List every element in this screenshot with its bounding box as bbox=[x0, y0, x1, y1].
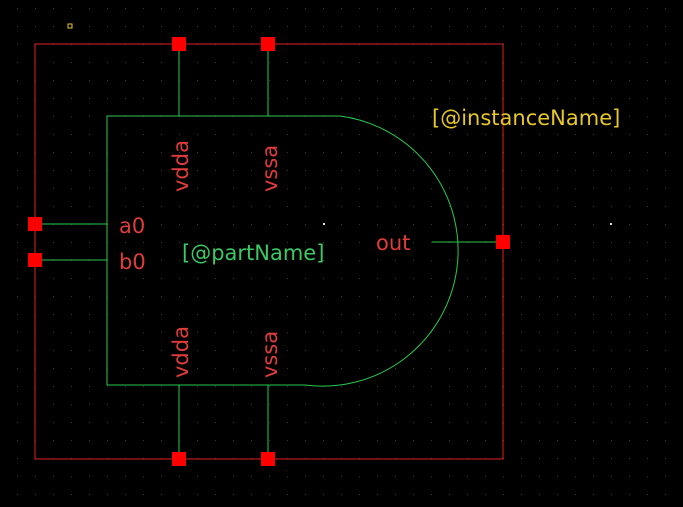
part-name-label[interactable]: [@partName] bbox=[182, 241, 324, 265]
pin-label-a0: a0 bbox=[119, 214, 145, 238]
pin-label-vssa-bottom: vssa bbox=[258, 331, 282, 378]
pin-square-a0[interactable] bbox=[28, 217, 42, 231]
origin-marker bbox=[67, 23, 73, 29]
and-gate-body[interactable] bbox=[106, 115, 459, 387]
pin-label-vssa-top: vssa bbox=[258, 145, 282, 192]
pin-label-vdda-top: vdda bbox=[169, 140, 193, 192]
pin-square-b0[interactable] bbox=[28, 253, 42, 267]
pin-square-vssa-top[interactable] bbox=[261, 37, 275, 51]
pin-label-vdda-bottom: vdda bbox=[169, 326, 193, 378]
instance-name-label[interactable]: [@instanceName] bbox=[432, 106, 620, 130]
pin-square-vdda-top[interactable] bbox=[172, 37, 186, 51]
pin-label-out: out bbox=[376, 231, 410, 255]
stray-dot bbox=[610, 223, 612, 225]
pin-square-out[interactable] bbox=[496, 235, 510, 249]
center-dot bbox=[323, 223, 325, 225]
pin-square-vdda-bottom[interactable] bbox=[172, 452, 186, 466]
pin-square-vssa-bottom[interactable] bbox=[261, 452, 275, 466]
pin-label-b0: b0 bbox=[119, 250, 146, 274]
